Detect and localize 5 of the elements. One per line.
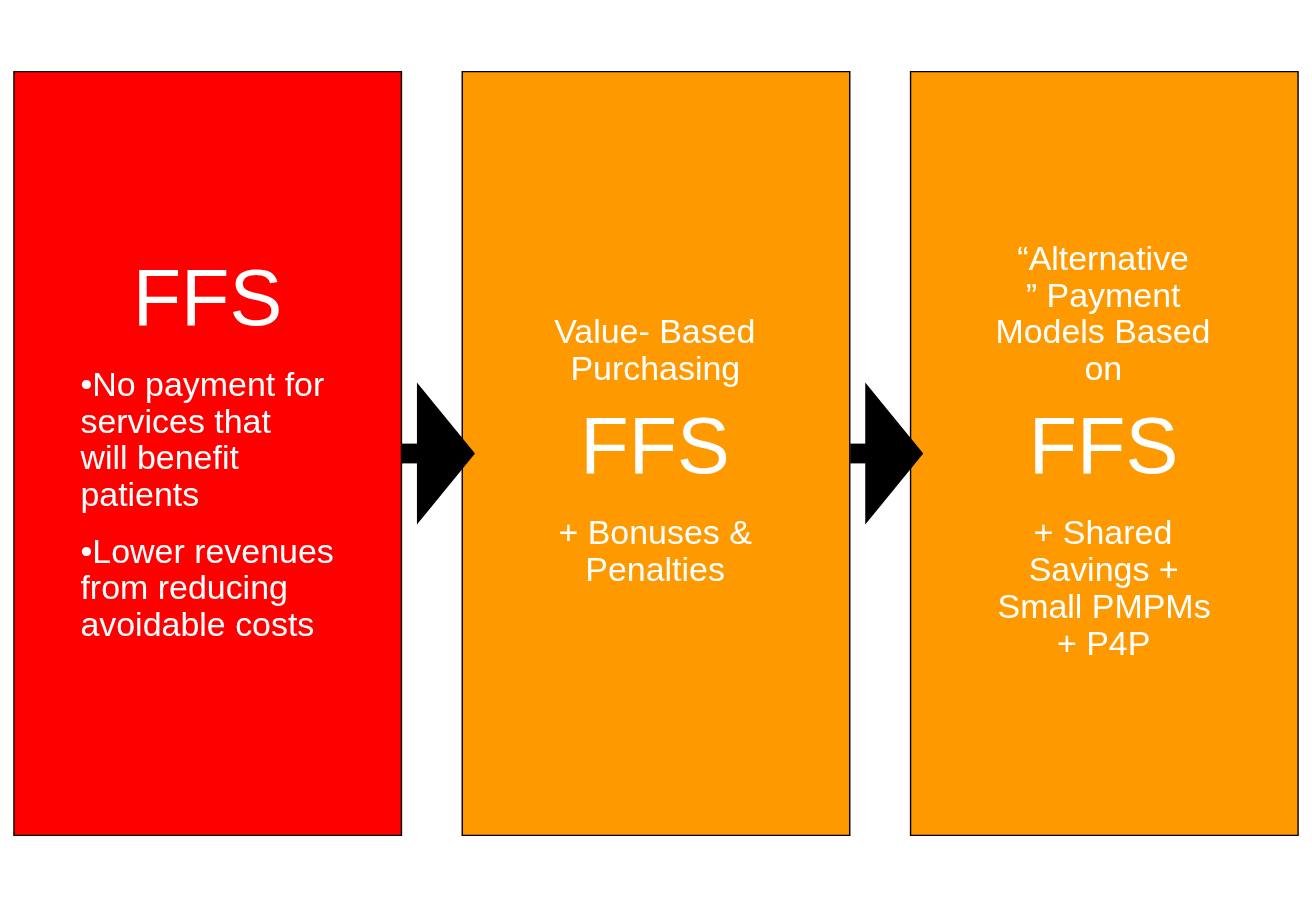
node-box: Value- Based Purchasing FFS + Bonuses & Penalties <box>461 70 851 837</box>
arrow <box>401 382 475 525</box>
node-box: FFS •No payment for services that will benefit patients •Lower revenues from reducing avoidable costs <box>13 70 403 837</box>
arrow <box>850 382 924 525</box>
node-box: “Alternative ” Payment Models Based on FFS + Shared Savings + Small PMPMs + P4P <box>909 70 1299 837</box>
